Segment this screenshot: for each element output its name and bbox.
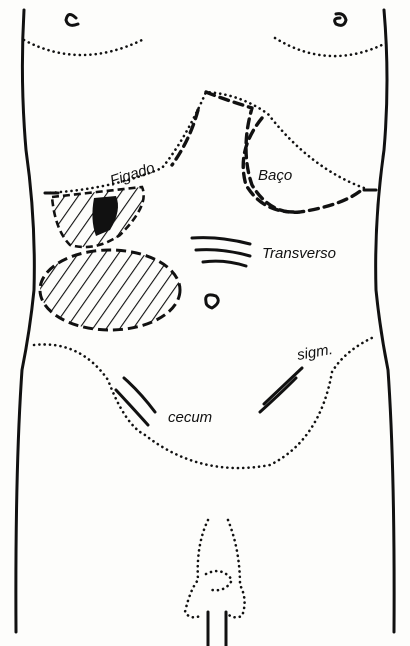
label-transverso: Transverso [262,245,336,262]
transverse-stroke-2 [196,250,250,256]
left-nipple [66,14,78,25]
transverse-stroke-1 [192,238,250,244]
right-breast-contour [275,38,388,56]
genital-center [206,571,232,590]
costal-margin [45,92,364,193]
label-baco: Baço [258,167,292,184]
left-breast-contour [24,40,142,55]
hatched-mass [40,250,180,330]
navel [206,295,219,308]
liver-dash-line [172,110,198,165]
sigmoid-stroke-2 [260,378,296,412]
spleen-outline [243,118,294,212]
cecum-stroke-1 [124,378,155,412]
genital-left [185,520,208,617]
label-sigm: sigm. [296,341,334,364]
label-cecum: cecum [168,409,212,426]
genital-right [226,520,245,617]
right-nipple [335,14,346,26]
torso-left-outline [16,10,34,632]
stomach-outline [206,92,364,212]
sigmoid-stroke-1 [264,368,302,404]
torso-right-outline [376,10,394,632]
label-figado: Figado [108,159,157,189]
transverse-stroke-3 [203,261,246,266]
